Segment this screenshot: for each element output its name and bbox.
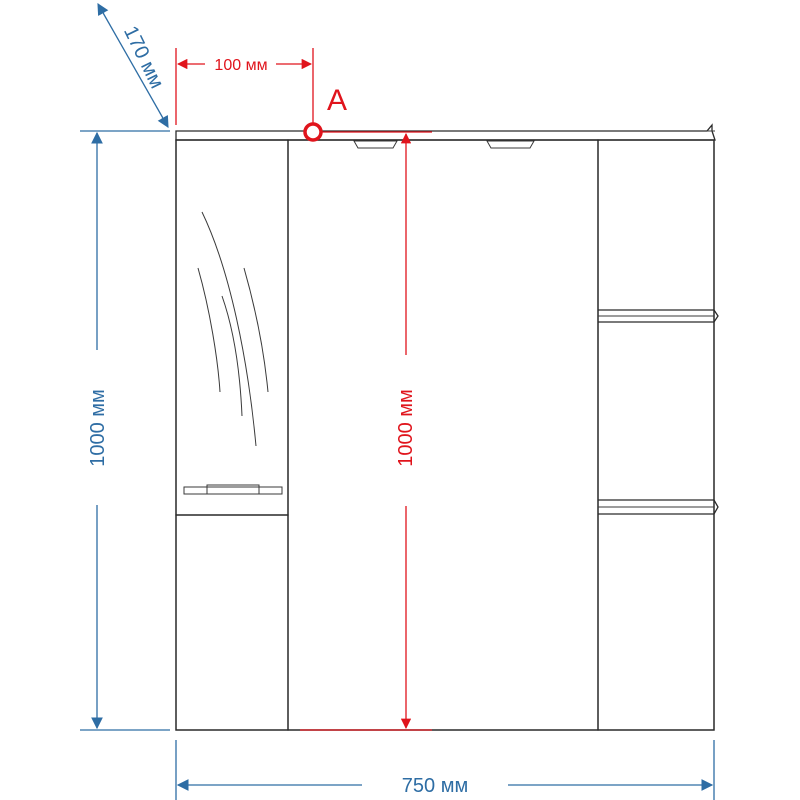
left-shelf-handle xyxy=(183,484,283,495)
depth-label: 170 мм xyxy=(119,23,168,92)
mount-height-label: 1000 мм xyxy=(395,389,417,467)
mount-offset-label: 100 мм xyxy=(214,57,267,74)
left-lower-door xyxy=(175,514,289,731)
height-label: 1000 мм xyxy=(87,389,109,467)
left-mirror-door xyxy=(175,139,289,516)
lamp-fixture-left xyxy=(353,140,398,149)
mount-point-marker xyxy=(303,122,323,142)
width-label: 750 мм xyxy=(402,775,468,797)
cabinet-top-cap xyxy=(175,123,716,141)
right-column xyxy=(597,139,715,731)
open-shelf-lower xyxy=(598,499,719,515)
width-dimension: 750 мм xyxy=(175,740,715,800)
cabinet-body-outline xyxy=(175,139,715,731)
mirror-reflection-lines xyxy=(197,211,269,447)
mount-height-dimension: 1000 мм xyxy=(300,132,432,731)
lamp-fixture-right xyxy=(486,140,535,149)
mount-point: A xyxy=(303,84,432,142)
mount-offset-dimension: 100 мм xyxy=(175,48,314,125)
depth-dimension: 170 мм xyxy=(97,2,169,129)
height-dimension: 1000 мм xyxy=(80,130,170,731)
open-shelf-upper xyxy=(598,309,719,323)
center-mirror-door xyxy=(287,139,599,731)
mount-point-label: A xyxy=(327,84,347,117)
cabinet xyxy=(175,123,719,731)
